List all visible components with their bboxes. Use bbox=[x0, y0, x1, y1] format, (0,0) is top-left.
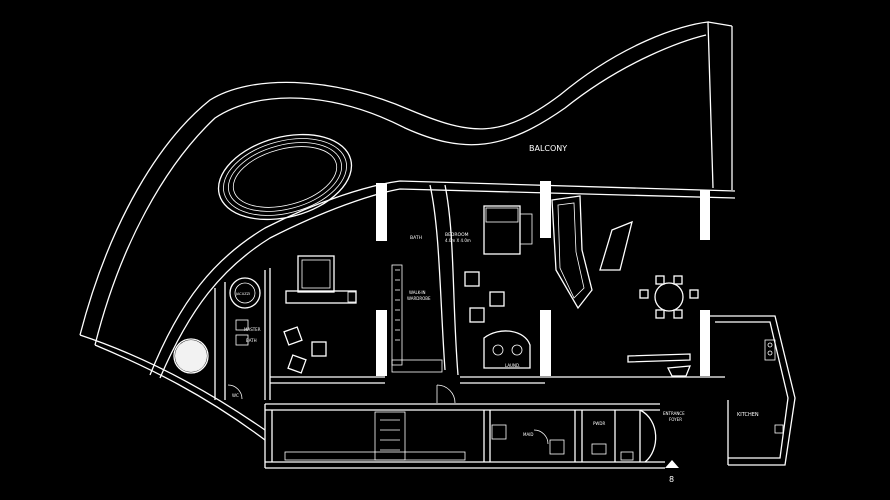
master-bath-fixtures bbox=[173, 277, 261, 374]
jacuzzi-label: JACUZZI bbox=[235, 292, 250, 296]
wardrobe-strips bbox=[284, 264, 466, 461]
walkin-label: WALK-IN bbox=[409, 290, 426, 295]
bath-label: BATH bbox=[410, 235, 422, 241]
master-label: MASTER bbox=[244, 327, 261, 332]
lower-fixtures bbox=[491, 424, 634, 461]
door-swings bbox=[227, 384, 549, 445]
interior-walls bbox=[214, 181, 796, 469]
terrace-outline bbox=[79, 21, 733, 441]
foyer-label: FOYER bbox=[669, 417, 682, 422]
kitchen-fixtures bbox=[764, 339, 784, 434]
sofa-and-dining bbox=[551, 195, 699, 377]
bedroom-furniture bbox=[464, 205, 533, 369]
entry-marker: 8 bbox=[665, 460, 679, 484]
maid-label: MAID bbox=[523, 432, 533, 437]
kitchen-label: KITCHEN bbox=[737, 412, 759, 418]
balcony-label: BALCONY bbox=[529, 144, 567, 153]
facade-line bbox=[149, 180, 736, 379]
entrance-label: ENTRANCE bbox=[663, 411, 685, 416]
laundry-label: LAUND. bbox=[505, 363, 520, 368]
wc-label: WC bbox=[232, 393, 239, 398]
entry-mark-label: 8 bbox=[669, 475, 674, 484]
wardrobe-label: WARDROBE bbox=[407, 296, 431, 301]
pool-feature bbox=[217, 133, 353, 221]
master-bath-label: BATH bbox=[246, 338, 257, 343]
living-furniture bbox=[283, 255, 357, 374]
bedroom-label: BEDROOM bbox=[445, 232, 469, 238]
pwder-label: PWDR bbox=[593, 421, 605, 426]
bedroom-size-label: 4.0m X 4.0m bbox=[445, 238, 471, 243]
